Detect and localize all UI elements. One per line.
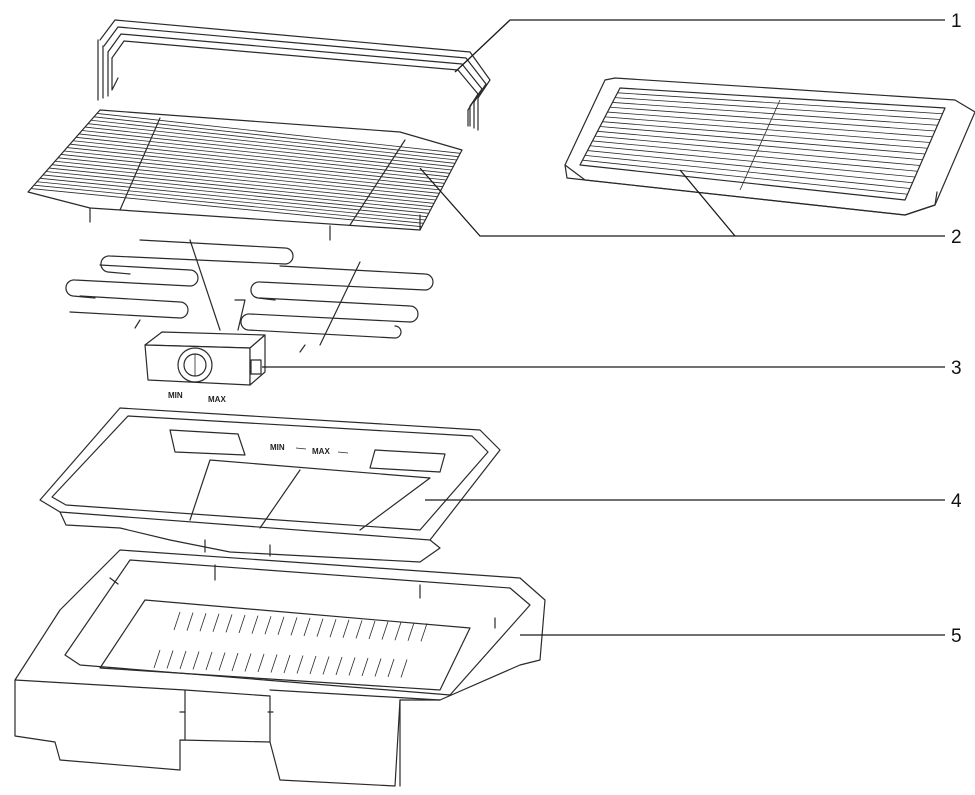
temperature-knob[interactable]	[177, 347, 213, 383]
plate-rib	[614, 97, 941, 120]
base-vent-slot	[153, 649, 161, 669]
part-2-wire-grill-rack	[27, 109, 463, 241]
rack-wire	[69, 143, 445, 184]
part-3-thermostat: MIN MAX	[144, 331, 266, 404]
base-vent-slot	[361, 657, 369, 677]
knob-max-label: MAX	[208, 395, 226, 404]
part-5-base	[14, 549, 546, 787]
base-vent-slot	[329, 619, 337, 638]
plate-rib	[602, 121, 928, 149]
callout-number-3: 3	[951, 358, 962, 379]
base-vent-slot	[348, 657, 356, 676]
plate-rib	[584, 154, 911, 189]
base-vent-slot	[283, 654, 291, 674]
callout-number-5: 5	[951, 626, 962, 647]
tray-max-label: MAX	[312, 447, 330, 456]
base-vent-slot	[192, 651, 200, 670]
base-vent-slot	[251, 615, 259, 634]
base-vent-slot	[400, 659, 408, 678]
base-vent-slot	[218, 652, 226, 671]
rack-wire	[72, 140, 447, 181]
base-vent-slot	[335, 656, 343, 676]
rack-wire	[60, 154, 440, 194]
heating-element	[65, 239, 434, 353]
callout-line-1	[454, 19, 945, 73]
base-vent-slot	[238, 614, 246, 634]
base-vent-slot	[296, 655, 304, 674]
base-vent-slot	[374, 658, 382, 677]
rack-wire	[57, 157, 438, 198]
base-vent-slot	[244, 653, 252, 672]
plate-rib	[604, 116, 931, 143]
rack-wire	[39, 177, 428, 218]
plate-rib	[617, 92, 943, 115]
base-vent-slot	[212, 613, 220, 632]
part-2-grill-plate	[564, 77, 975, 216]
base-vent-slot	[303, 617, 311, 637]
base-vent-slot	[342, 619, 350, 638]
base-vent-slot	[407, 622, 415, 641]
rack-wire	[90, 119, 457, 161]
callout-number-2: 2	[951, 227, 962, 248]
rack-wire	[75, 136, 449, 178]
base-vent-slot	[231, 652, 239, 672]
base-vent-slot	[166, 650, 174, 669]
part-4-drip-tray: MIN MAX	[39, 407, 501, 563]
knob-min-label: MIN	[168, 391, 183, 400]
base-vent-slot	[199, 613, 207, 632]
plate-rib	[609, 106, 936, 132]
callout-number-4: 4	[951, 491, 962, 512]
rack-wire	[54, 160, 436, 201]
base-vent-slot	[322, 656, 330, 675]
rack-wire	[42, 174, 429, 214]
rack-wire	[96, 113, 461, 154]
rack-wire	[66, 147, 443, 188]
tray-min-label: MIN	[270, 443, 285, 452]
part-1-wire-windshield	[97, 19, 491, 131]
base-vent-slot	[309, 655, 317, 675]
plate-rib	[607, 111, 933, 138]
base-vent-slot	[420, 623, 428, 642]
rack-wire	[36, 181, 426, 221]
base-vent-slot	[387, 658, 395, 678]
plate-rib	[612, 102, 938, 126]
base-vent-slot	[225, 614, 233, 633]
base-vent-slot	[205, 651, 213, 671]
rack-wire	[48, 167, 433, 208]
base-vent-slot	[316, 618, 324, 637]
callout-lines	[262, 19, 945, 636]
rack-wire	[51, 164, 435, 204]
callout-line-2	[419, 167, 945, 237]
rack-wire	[30, 188, 422, 228]
base-vent-slot	[257, 653, 265, 673]
base-vent-slot	[179, 650, 187, 670]
callout-numbers: 1 2 3 4 5	[951, 11, 962, 647]
rack-wire	[33, 184, 424, 224]
rack-wire	[63, 150, 442, 191]
base-vent-slot	[277, 616, 285, 635]
rack-wire	[45, 171, 431, 211]
rack-wire	[93, 116, 459, 158]
rack-wire	[81, 130, 452, 171]
callout-number-1: 1	[951, 11, 962, 32]
plate-rib	[582, 159, 908, 195]
callout-line-2b	[679, 169, 736, 237]
base-vent-slot	[173, 611, 181, 631]
base-vent-slot	[290, 617, 298, 636]
base-vent-slot	[381, 621, 389, 640]
base-vent-slot	[355, 620, 363, 639]
base-vent-slot	[368, 620, 376, 640]
base-vent-slot	[186, 612, 194, 631]
base-vent-slot	[394, 622, 402, 641]
base-vent-slot	[270, 654, 278, 673]
base-vent-slot	[264, 616, 272, 635]
rack-wire	[78, 133, 450, 174]
